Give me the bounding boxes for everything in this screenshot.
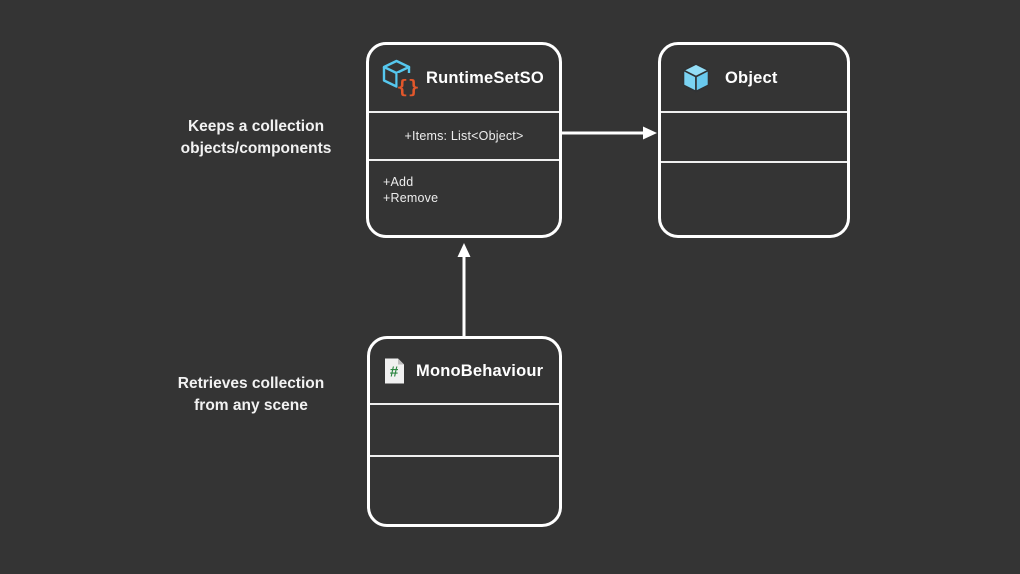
- class-box-monobehaviour[interactable]: # MonoBehaviour: [367, 336, 562, 527]
- class-title: MonoBehaviour: [416, 361, 544, 380]
- class-header: {} RuntimeSetSO: [369, 45, 559, 111]
- scriptable-object-icon: {}: [382, 59, 419, 98]
- arrowhead-up-icon: [457, 243, 471, 257]
- braces-backdrop: [397, 73, 419, 98]
- methods-section: [661, 161, 847, 235]
- method-text-add: +Add: [383, 175, 414, 189]
- attributes-section: +Items: List<Object>: [369, 111, 559, 159]
- methods-section: [370, 455, 559, 524]
- class-box-runtimesetso[interactable]: {} RuntimeSetSO +Items: List<Object> +Ad…: [366, 42, 562, 238]
- annotation-line-1: Retrieves collection: [177, 375, 325, 392]
- annotation-line-2: from any scene: [194, 396, 308, 414]
- class-header: # MonoBehaviour: [370, 339, 559, 403]
- arrow-runtimesetso-to-object[interactable]: [562, 126, 657, 140]
- class-title: Object: [725, 68, 778, 87]
- annotation-line-1: Keeps a collection: [187, 118, 325, 135]
- method-text-remove: +Remove: [383, 191, 439, 205]
- attributes-section: [370, 403, 559, 455]
- annotation-line-2: objects/components: [180, 139, 332, 157]
- attribute-text: +Items: List<Object>: [404, 129, 524, 143]
- hash-glyph: #: [390, 364, 399, 381]
- curly-braces-glyph: {}: [397, 76, 419, 98]
- class-header: Object: [661, 45, 847, 111]
- csharp-script-icon: #: [385, 358, 404, 384]
- attributes-section: [661, 111, 847, 161]
- annotation-keeps-collection[interactable]: Keeps a collection objects/components: [150, 116, 362, 159]
- object-cube-icon: [682, 63, 710, 93]
- annotation-retrieves-collection[interactable]: Retrieves collection from any scene: [145, 373, 357, 416]
- arrow-monobehaviour-to-runtimesetso[interactable]: [457, 243, 471, 337]
- class-box-object[interactable]: Object: [658, 42, 850, 238]
- arrowhead-right-icon: [643, 126, 657, 140]
- class-title: RuntimeSetSO: [426, 68, 544, 87]
- methods-section: +Add +Remove: [369, 159, 559, 235]
